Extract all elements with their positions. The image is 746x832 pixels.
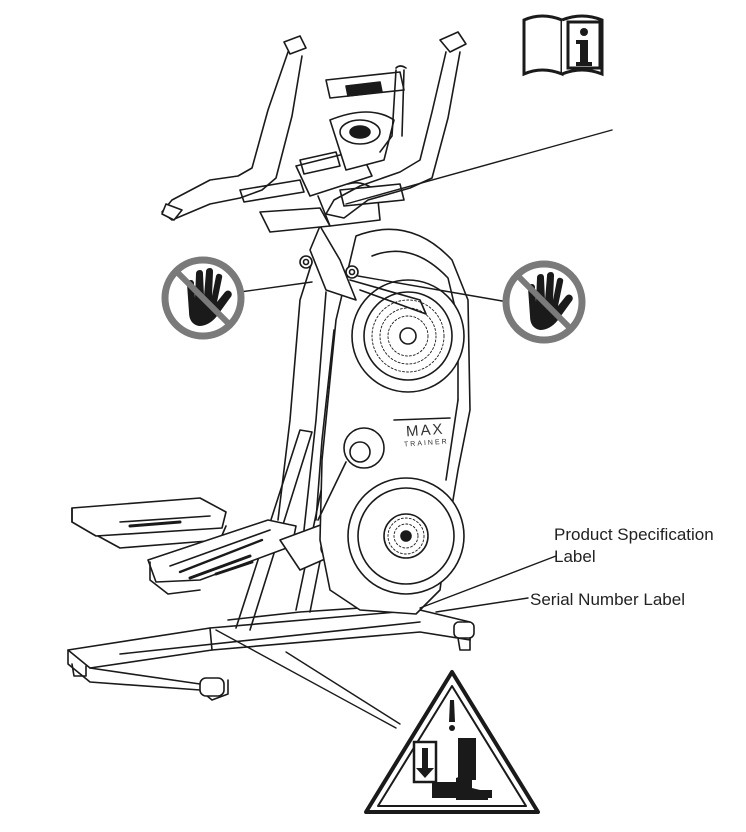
front-mast — [277, 225, 427, 531]
serial-number-label: Serial Number Label — [530, 590, 685, 609]
lower-flywheel — [347, 477, 465, 595]
callout-lines — [215, 129, 613, 729]
foot-crush-warning-icon — [364, 670, 540, 814]
upper-flywheel — [351, 279, 465, 393]
no-hand-icon-right — [502, 260, 586, 344]
brand-logo: MAX — [405, 420, 446, 441]
read-manual-icon — [522, 14, 604, 77]
left-arm — [161, 35, 307, 221]
product-spec-label-line2: Label — [554, 547, 596, 566]
left-pedal — [71, 497, 227, 549]
no-hand-icon-left — [161, 256, 245, 340]
right-arm — [325, 31, 467, 219]
front-handlebar — [239, 179, 405, 233]
drive-wheel — [317, 427, 385, 521]
product-spec-label-line1: Product Specification — [554, 525, 714, 544]
base-frame — [67, 603, 475, 701]
brand-area — [393, 417, 451, 421]
